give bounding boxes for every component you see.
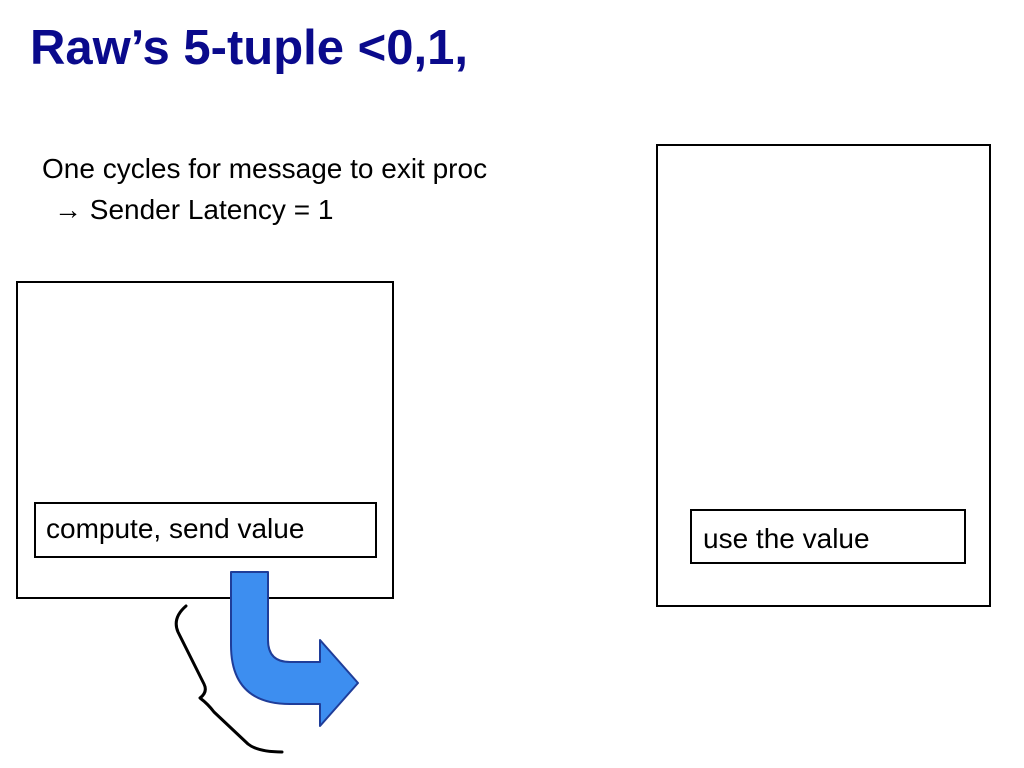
right-arrow-icon: → [54,194,82,225]
sender-label: compute, send value [46,513,305,544]
curved-arrow-right-icon [230,571,359,727]
latency-description: One cycles for message to exit proc → Se… [42,148,487,230]
description-line-1: One cycles for message to exit proc [42,153,488,184]
curly-brace-icon [174,604,284,754]
sender-latency-text: Sender Latency = 1 [89,194,334,225]
description-line-2: → Sender Latency = 1 [42,189,487,230]
slide-title: Raw’s 5-tuple <0,1, [30,21,468,75]
receiver-label: use the value [703,523,870,554]
receiver-label-box: use the value [690,509,966,564]
sender-label-box: compute, send value [34,502,377,558]
